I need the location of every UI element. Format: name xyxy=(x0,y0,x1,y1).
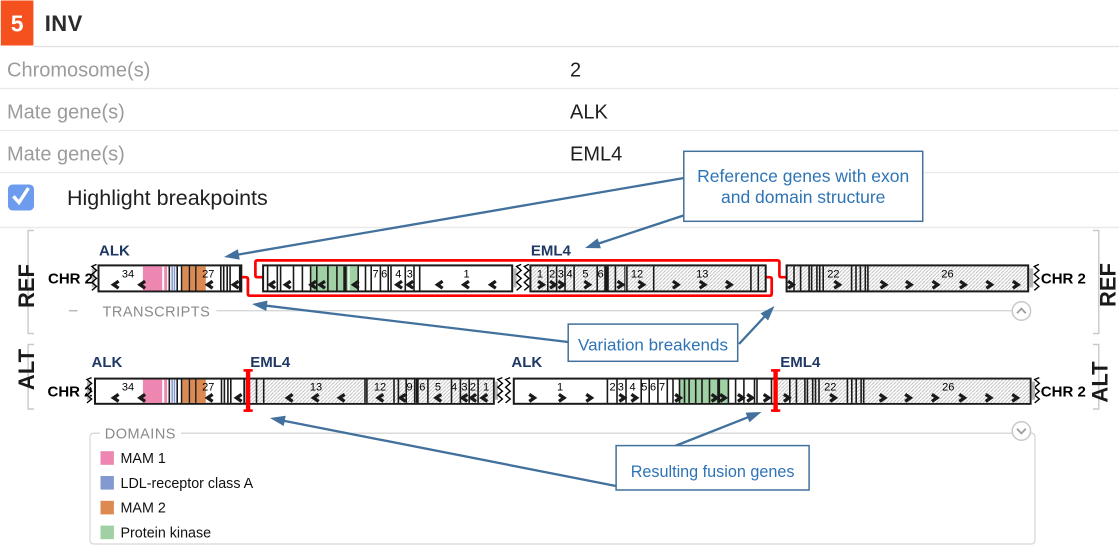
svg-text:Variation breakends: Variation breakends xyxy=(578,336,728,355)
svg-text:ALT: ALT xyxy=(14,348,39,390)
svg-text:LDL-receptor class A: LDL-receptor class A xyxy=(121,476,254,492)
svg-text:3: 3 xyxy=(618,382,624,394)
svg-text:CHR 2: CHR 2 xyxy=(1041,270,1086,287)
svg-text:13: 13 xyxy=(310,382,322,394)
svg-text:9: 9 xyxy=(406,382,412,394)
svg-text:12: 12 xyxy=(631,268,643,280)
svg-text:27: 27 xyxy=(202,268,214,280)
svg-text:EML4: EML4 xyxy=(780,354,821,371)
svg-text:5: 5 xyxy=(435,382,441,394)
svg-text:4: 4 xyxy=(567,268,573,280)
svg-text:MAM 1: MAM 1 xyxy=(121,451,166,467)
svg-text:EML4: EML4 xyxy=(531,243,572,260)
svg-text:Protein kinase: Protein kinase xyxy=(121,526,212,542)
svg-text:REF: REF xyxy=(1096,263,1119,307)
svg-text:and domain structure: and domain structure xyxy=(721,187,885,207)
svg-text:MAM 2: MAM 2 xyxy=(121,501,166,517)
svg-text:Highlight breakpoints: Highlight breakpoints xyxy=(67,186,268,210)
svg-text:26: 26 xyxy=(942,382,954,394)
svg-text:CHR 2: CHR 2 xyxy=(48,270,93,287)
svg-text:ALK: ALK xyxy=(570,102,608,124)
svg-text:EML4: EML4 xyxy=(250,354,291,371)
svg-text:27: 27 xyxy=(202,382,214,394)
svg-text:4: 4 xyxy=(451,382,457,394)
svg-text:6: 6 xyxy=(650,382,656,394)
svg-text:34: 34 xyxy=(122,268,134,280)
svg-text:ALK: ALK xyxy=(99,243,130,260)
svg-text:6: 6 xyxy=(419,382,425,394)
svg-text:EML4: EML4 xyxy=(570,144,622,166)
svg-text:3: 3 xyxy=(461,382,467,394)
svg-text:6: 6 xyxy=(598,268,604,280)
svg-text:REF: REF xyxy=(14,264,39,308)
svg-text:1: 1 xyxy=(483,382,489,394)
svg-text:Resulting fusion genes: Resulting fusion genes xyxy=(631,463,795,481)
svg-text:4: 4 xyxy=(629,382,635,394)
svg-text:Mate gene(s): Mate gene(s) xyxy=(7,102,125,124)
svg-text:2: 2 xyxy=(549,268,555,280)
svg-text:1: 1 xyxy=(557,382,563,394)
svg-text:Chromosome(s): Chromosome(s) xyxy=(7,60,150,82)
svg-text:5: 5 xyxy=(641,382,647,394)
svg-text:22: 22 xyxy=(827,268,839,280)
svg-text:26: 26 xyxy=(941,268,953,280)
svg-text:Mate gene(s): Mate gene(s) xyxy=(7,144,125,166)
svg-text:CHR 2: CHR 2 xyxy=(48,384,93,401)
svg-text:22: 22 xyxy=(824,382,836,394)
svg-text:ALK: ALK xyxy=(511,354,542,371)
svg-text:TRANSCRIPTS: TRANSCRIPTS xyxy=(103,304,211,320)
svg-text:34: 34 xyxy=(122,382,134,394)
svg-text:2: 2 xyxy=(610,382,616,394)
svg-text:5: 5 xyxy=(582,268,588,280)
svg-text:2: 2 xyxy=(470,382,476,394)
svg-text:13: 13 xyxy=(696,268,708,280)
svg-text:1: 1 xyxy=(537,268,543,280)
svg-text:CHR 2: CHR 2 xyxy=(1041,384,1086,401)
svg-text:6: 6 xyxy=(381,268,387,280)
svg-text:3: 3 xyxy=(407,268,413,280)
svg-text:7: 7 xyxy=(373,268,379,280)
svg-text:ALK: ALK xyxy=(92,354,123,371)
svg-text:3: 3 xyxy=(558,268,564,280)
svg-text:5: 5 xyxy=(11,11,24,37)
svg-text:DOMAINS: DOMAINS xyxy=(105,427,176,443)
svg-text:Reference genes with exon: Reference genes with exon xyxy=(697,166,909,186)
svg-text:INV: INV xyxy=(45,11,83,36)
svg-text:1: 1 xyxy=(463,268,469,280)
svg-text:4: 4 xyxy=(395,268,401,280)
svg-text:2: 2 xyxy=(570,60,581,82)
svg-text:7: 7 xyxy=(659,382,665,394)
svg-text:ALT: ALT xyxy=(1088,361,1113,403)
svg-text:12: 12 xyxy=(374,382,386,394)
